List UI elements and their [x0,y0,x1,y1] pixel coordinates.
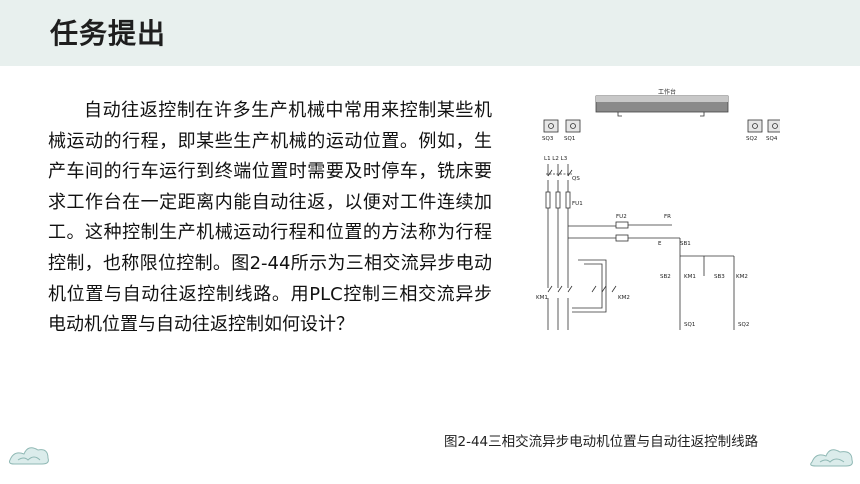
body-paragraph: 自动往返控制在许多生产机械中常用来控制某些机械运动的行程，即某些生产机械的运动位… [48,100,492,336]
km1-main-label: KM1 [536,295,548,301]
fr-control-label: FR [664,214,671,220]
sq2-label: SQ2 [746,136,757,142]
sq2-contact-label: SQ2 [738,322,749,328]
figure-caption: 图2-44三相交流异步电动机位置与自动往返控制线路 [444,434,759,450]
limit-switch-sq2: SQ2 [746,119,763,142]
header-bar: 任务提出 [0,0,860,66]
cloud-decoration-right-icon [810,449,853,467]
fu1-label: FU1 [572,201,583,207]
km1-aux-label: KM1 [684,274,696,280]
sb1-label: SB1 [680,241,691,247]
sq4-label: SQ4 [766,136,778,142]
limit-switch-sq3: SQ3 [542,119,559,142]
page-title: 任务提出 [50,17,167,50]
fu2-label: FU2 [616,214,627,220]
qs-label: QS [572,176,580,182]
sq3-label: SQ3 [542,136,554,142]
sq1-label: SQ1 [564,136,575,142]
cloud-decoration-left-icon [9,447,49,465]
main-circuit: L1 L2 L3 QS FU1 KM1 KM2 FR [536,156,630,330]
km2-main-label: KM2 [618,295,630,301]
sq1-contact-label: SQ1 [684,322,695,328]
sb2-label: SB2 [660,274,671,280]
worktable: 工作台 [595,88,729,117]
km2-aux-label: KM2 [736,274,748,280]
e-label: E [658,241,662,247]
sb3-label: SB3 [714,274,725,280]
limit-switch-sq4: SQ4 [766,119,780,142]
limit-switch-sq1: SQ1 [564,119,581,142]
control-circuit-diagram: 工作台 SQ3 SQ1 SQ2 SQ4 L1 L2 L3 QS FU1 KM1 [536,88,780,330]
phase-labels: L1 L2 L3 [544,156,568,162]
worktable-label: 工作台 [658,88,676,96]
control-circuit: FU2 FR E SB1 SB2 KM1 SB3 KM2 SQ1 SQ2 KM2… [615,214,749,330]
